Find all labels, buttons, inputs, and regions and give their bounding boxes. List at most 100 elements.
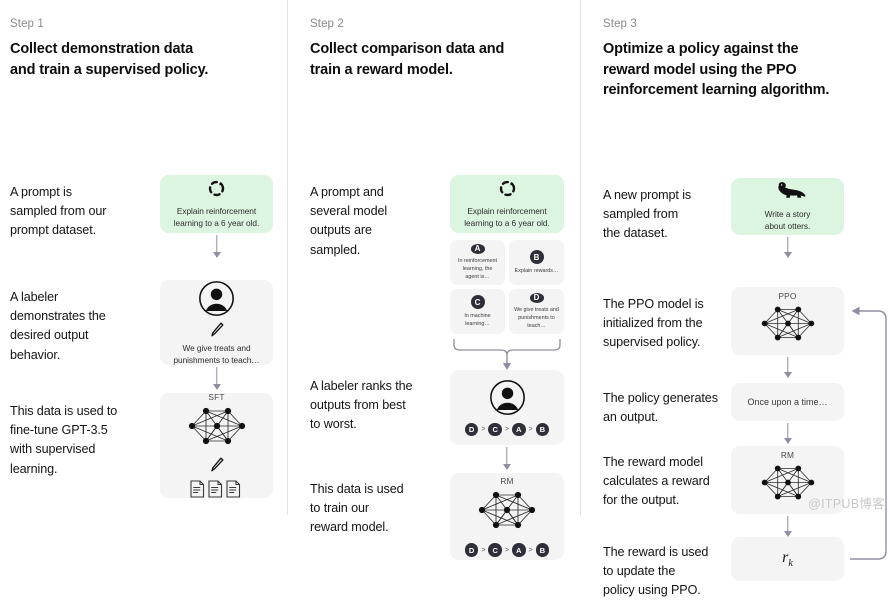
rank-badge-1: D [464,543,479,557]
step-3-rm-title: RM [780,450,795,461]
step-3-ppo-title: PPO [778,291,797,302]
neural-network-icon [186,403,248,454]
output-badge-b: B [529,250,544,265]
step-3-prompt-card[interactable]: Write a story about otters. [731,177,844,235]
step-2-title-line2: train a reward model. [310,61,453,78]
otter-icon [768,181,808,203]
documents-icon [189,479,245,499]
step-3-output-card[interactable]: Once upon a time… [731,382,844,421]
step-2-column: Step 2 Collect comparison data and train… [287,0,580,561]
rank-badge-3: A [512,543,526,557]
step-2-ranking-row: D > C > A > B [464,422,550,437]
step-3-title: Optimize a policy against the reward mod… [603,39,890,101]
step-3-arrow-2 [731,356,844,378]
step-1-title-line1: Collect demonstration data [10,41,194,57]
watermark: @ITPUB博客 [808,497,885,511]
step-3-prompt-text: Write a story about otters. [764,208,811,231]
dashed-circle-icon [207,179,226,198]
step-2-title-line1: Collect comparison data and [310,41,505,57]
step-1-caption-2: A labeler demonstrates the desired outpu… [10,290,106,362]
rank-badge-2: C [488,543,502,557]
step-1-label: Step 1 [10,18,44,30]
neural-network-icon [476,487,538,538]
step-3-ppo-card[interactable]: PPO [731,286,844,355]
dashed-circle-icon [498,179,517,198]
step-3-arrow-4 [731,515,844,537]
step-1-arrow-2 [160,367,273,391]
step-2-caption-3: This data is used to train our reward mo… [310,482,404,535]
output-text-a: In reinforcement learning, the agent is… [458,257,497,281]
output-card-a[interactable]: A In reinforcement learning, the agent i… [450,240,505,286]
step-2-title: Collect comparison data and train a rewa… [310,39,580,80]
rank-badge-4: B [535,422,550,437]
output-card-b[interactable]: B Explain rewards… [509,240,564,286]
step-3-caption-4: The reward model calculates a reward for… [603,454,710,508]
step-3-arrow-3 [731,422,844,444]
step-2-prompt-text: Explain reinforcement learning to a 6 ye… [464,206,550,229]
step-1-caption-3: This data is used to fine-tune GPT-3.5 w… [10,404,118,476]
step-3-caption-1: A new prompt is sampled from the dataset… [603,187,692,241]
step-2-rm-card[interactable]: RM [450,473,564,561]
step-2-label: Step 2 [310,18,344,30]
pencil-icon [210,457,224,473]
step-1-labeler-text: We give treats and punishments to teach… [173,342,260,365]
neural-network-icon [759,461,817,509]
person-icon [198,280,235,317]
step-3-rm-card[interactable]: RM [731,445,844,514]
step-2-rm-title: RM [500,476,514,487]
rank-separator: > [528,546,533,554]
step-2-prompt-card[interactable]: Explain reinforcement learning to a 6 ye… [450,175,564,234]
step-3-reward-card[interactable]: rk [731,536,844,581]
step-1-sft-card[interactable]: SFT [160,392,273,499]
step-1-title: Collect demonstration data and train a s… [10,39,287,80]
step-1-caption-1: A prompt is sampled from our prompt data… [10,183,160,240]
rank-separator: > [481,546,486,554]
step-3-title-line1: Optimize a policy against the [603,41,799,57]
rank-badge-4: B [535,543,550,557]
rank-badge-1: D [464,422,479,437]
caption-line: A prompt is [10,185,72,200]
neural-network-icon [759,302,817,350]
step-3-caption-2: The PPO model is initialized from the su… [603,296,704,350]
step-3-column: Step 3 Optimize a policy against the rew… [580,0,890,597]
rank-separator: > [528,426,533,434]
rank-badge-2: C [488,422,502,437]
output-text-c: In machine learning… [464,313,491,328]
output-card-c[interactable]: C In machine learning… [450,289,505,335]
rank-separator: > [504,546,510,554]
output-badge-c: C [470,295,485,310]
step-3-title-line2: reward model using the PPO [603,61,797,78]
step-2-caption-2: A labeler ranks the outputs from best to… [310,379,413,432]
output-badge-d: D [529,293,544,303]
output-badge-a: A [470,244,485,254]
rank-badge-3: A [512,422,526,437]
step-1-labeler-card[interactable]: We give treats and punishments to teach… [160,280,273,366]
step-1-column: Step 1 Collect demonstration data and tr… [0,0,287,515]
rank-separator: > [481,426,486,434]
step-1-arrow-1 [160,235,273,259]
step-3-output-text: Once upon a time… [747,396,828,407]
step-3-feedback-loop-arrow [844,297,890,562]
output-text-d: We give treats and punishments to teach… [514,306,559,330]
step-1-sft-title: SFT [208,392,225,403]
step-3-caption-5: The reward is used to update the policy … [603,544,709,598]
step-2-caption-1: A prompt and several model outputs are s… [310,185,388,257]
rank-separator: > [504,426,510,434]
pencil-icon [210,322,224,338]
reward-symbol: rk [782,548,793,569]
caption-line: prompt dataset. [10,223,97,238]
step-1-prompt-text: Explain reinforcement learning to a 6 ye… [173,206,260,229]
output-card-d[interactable]: D We give treats and punishments to teac… [509,289,564,335]
step-2-ranking-card[interactable]: D > C > A > B [450,370,564,446]
step-3-caption-3: The policy generates an output. [603,390,718,424]
step-2-rm-ranking-row: D > C > A > B [464,543,550,557]
step-2-arrow-2 [450,447,564,471]
caption-line: sampled from our [10,204,107,219]
step-2-brace-arrow [450,337,564,371]
step-3-label: Step 3 [603,18,637,30]
person-icon [489,379,526,416]
step-3-arrow-1 [731,236,844,258]
step-1-prompt-card[interactable]: Explain reinforcement learning to a 6 ye… [160,175,273,234]
output-text-b: Explain rewards… [514,268,559,275]
